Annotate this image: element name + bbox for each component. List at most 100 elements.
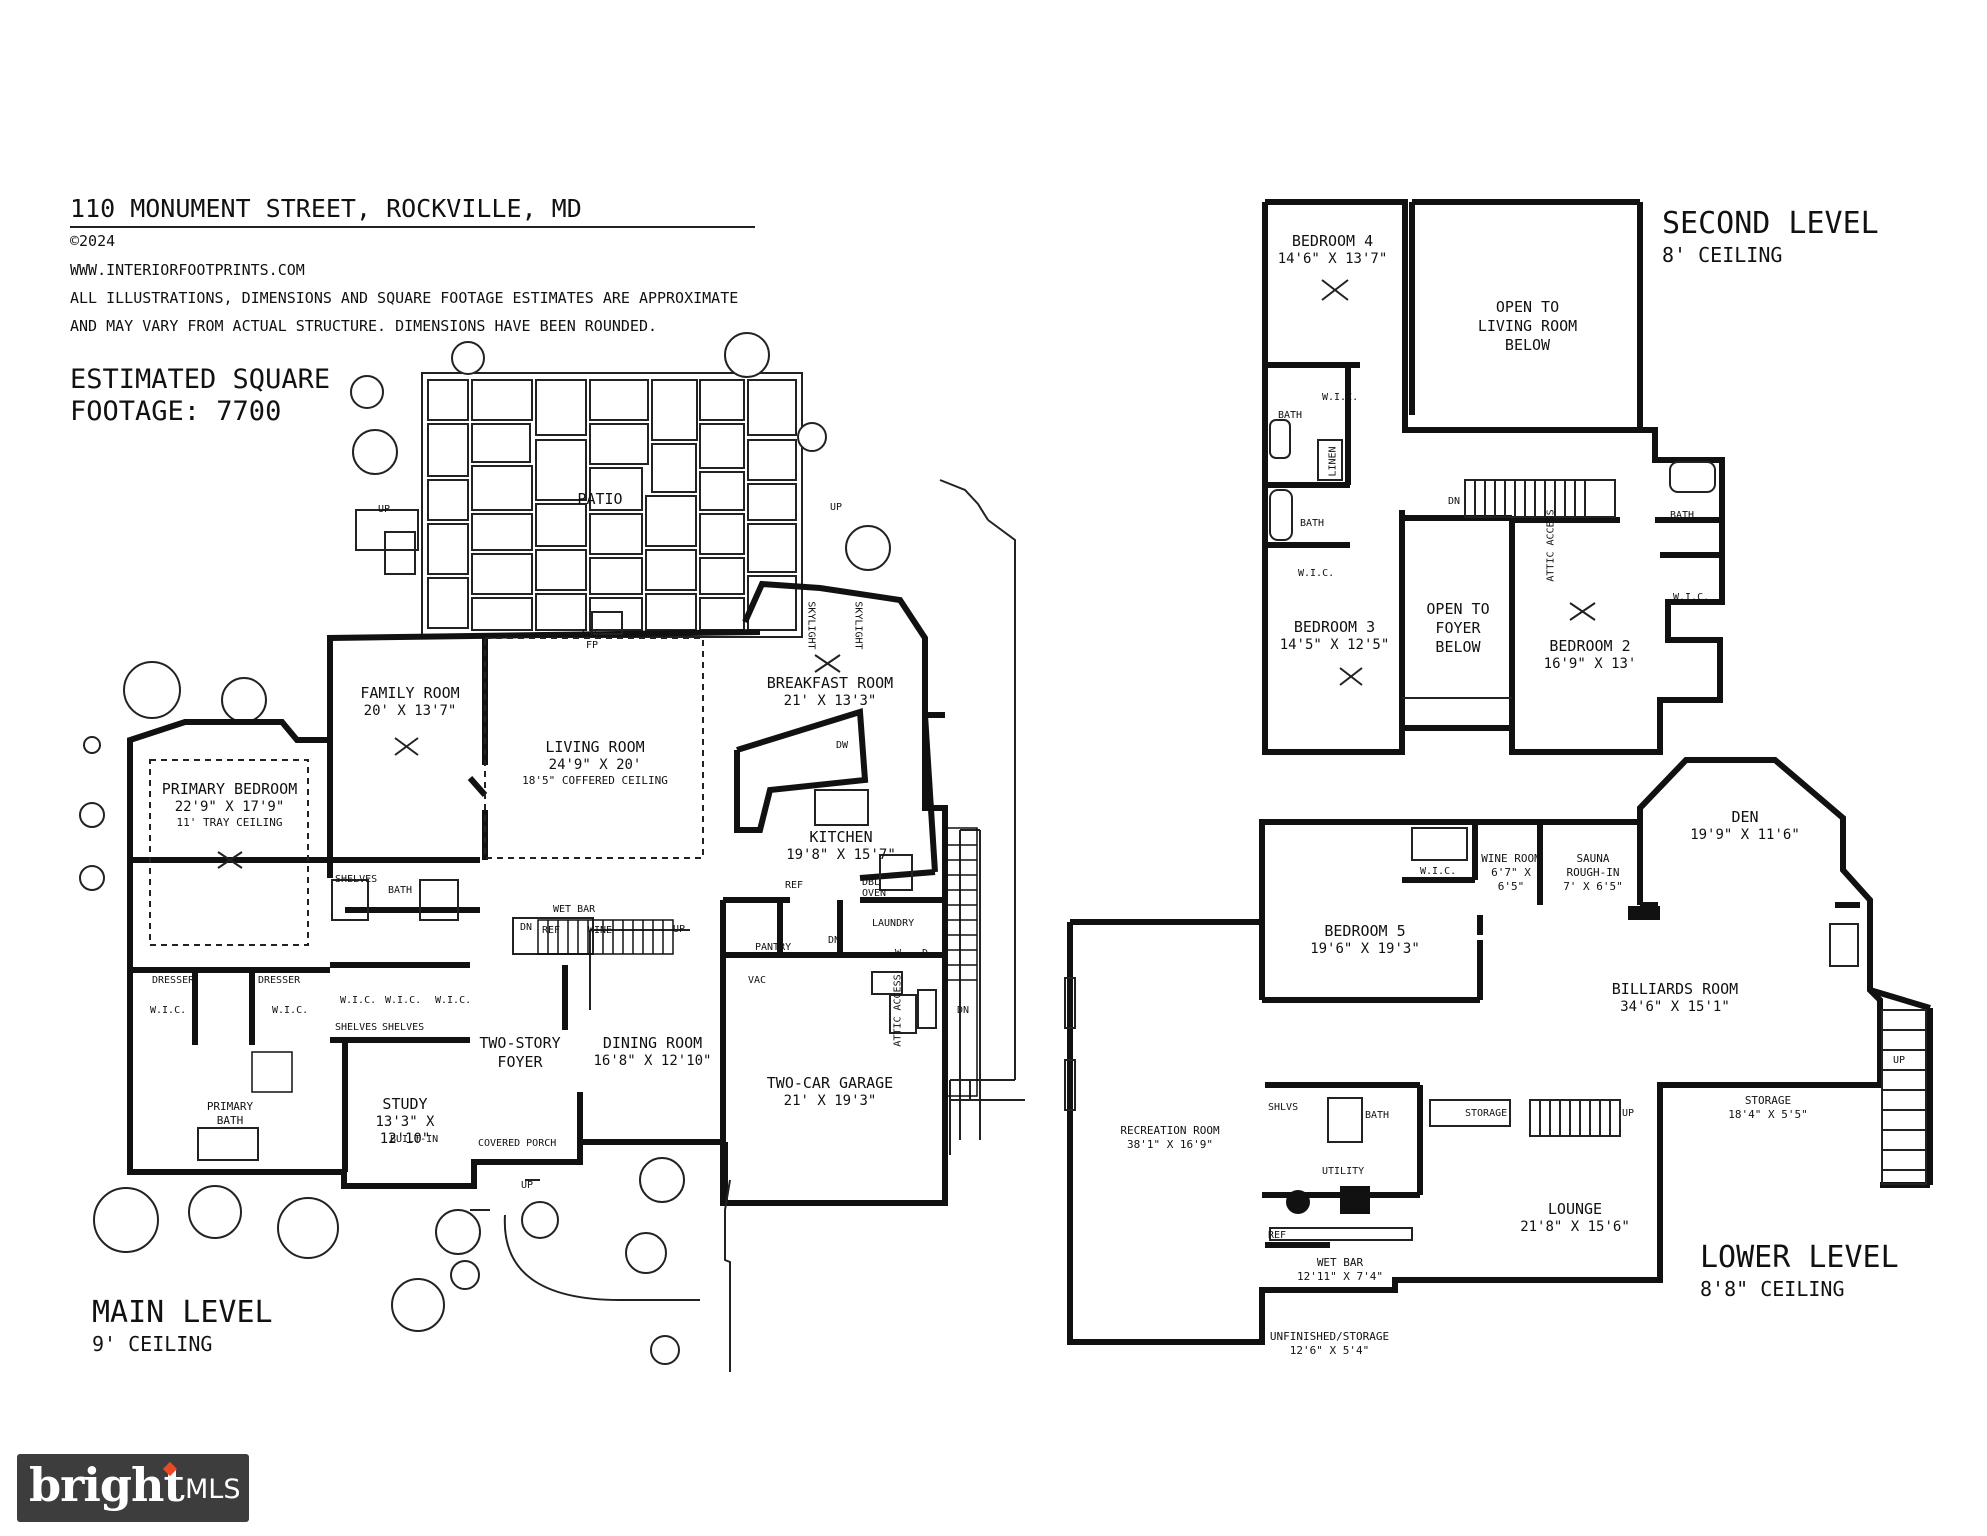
attic-access-label-second: ATTIC ACCESS <box>1545 509 1557 582</box>
copyright: ©2024 <box>70 232 116 250</box>
bath-label-b2: BATH <box>1670 510 1695 521</box>
up-label-main: UP <box>673 924 686 935</box>
bath-label-lower: BATH <box>1365 1110 1390 1121</box>
main-level-details <box>149 479 1025 1372</box>
ref-label-lower: REF <box>1268 1230 1287 1241</box>
up-label-porch: UP <box>521 1180 534 1191</box>
up-label-side: UP <box>830 502 843 513</box>
second-level-walls <box>1262 199 1725 755</box>
dishwasher-label: DW <box>836 740 849 751</box>
sqft-line-2: FOOTAGE: 7700 <box>70 396 282 427</box>
linen-label: LINEN <box>1327 446 1339 477</box>
skylight-label-2: SKYLIGHT <box>852 601 864 650</box>
shelves-label-3: SHELVES <box>382 1022 425 1033</box>
lower-level-name: LOWER LEVEL <box>1700 1240 1899 1275</box>
dn-label-second: DN <box>1448 496 1461 507</box>
wic-label-b3: W.I.C. <box>1298 568 1335 579</box>
shelves-label-1: SHELVES <box>335 874 378 885</box>
logo-suffix: MLS <box>185 1474 241 1505</box>
ceiling-fans-main <box>217 654 841 869</box>
laundry-label: LAUNDRY <box>872 918 915 929</box>
washer-label: W <box>895 948 902 959</box>
main-level-name: MAIN LEVEL <box>92 1295 273 1330</box>
bath-label-b3: BATH <box>1300 518 1325 529</box>
second-level-details <box>1269 419 1716 699</box>
up-label-lower-1: UP <box>1622 1108 1635 1119</box>
wic-label-b5: W.I.C. <box>1420 866 1457 877</box>
website: WWW.INTERIORFOOTPRINTS.COM <box>70 261 305 279</box>
dn-label-garage: DN <box>957 1005 970 1016</box>
up-label-lower-2: UP <box>1893 1055 1906 1066</box>
built-in-label: BUILT-IN <box>390 1134 439 1145</box>
second-level-ceiling: 8' CEILING <box>1662 243 1783 267</box>
main-stairs <box>251 827 978 1097</box>
fireplace-label: FP <box>586 640 599 651</box>
skylight-label-1: SKYLIGHT <box>805 601 817 650</box>
wine-label: WINE <box>588 925 613 936</box>
pantry-label: PANTRY <box>755 942 792 953</box>
wic-label-4: W.I.C. <box>150 1005 187 1016</box>
lower-level-ceiling: 8'8" CEILING <box>1700 1277 1845 1301</box>
wic-label-1: W.I.C. <box>340 995 377 1006</box>
bath-label-b4: BATH <box>1278 410 1303 421</box>
disclaimer-line-2: AND MAY VARY FROM ACTUAL STRUCTURE. DIME… <box>70 317 657 335</box>
wic-label-b2: W.I.C. <box>1673 592 1710 603</box>
lower-level-fixtures <box>1286 906 1660 1214</box>
ceiling-fans-second <box>1321 279 1596 686</box>
estimated-square-footage: ESTIMATED SQUARE FOOTAGE: 7700 <box>70 364 330 428</box>
disclaimer-line-1: ALL ILLUSTRATIONS, DIMENSIONS AND SQUARE… <box>70 289 739 307</box>
storage-label-small: STORAGE <box>1465 1108 1508 1119</box>
second-level-name: SECOND LEVEL <box>1662 206 1879 241</box>
shelves-label-2: SHELVES <box>335 1022 378 1033</box>
main-level-walls <box>127 580 948 1206</box>
dresser-label-1: DRESSER <box>152 975 195 986</box>
gas-fireplace-label: GAS <box>582 628 601 639</box>
covered-porch-label: COVERED PORCH <box>478 1138 557 1149</box>
wic-label-3: W.I.C. <box>435 995 472 1006</box>
main-level-label: MAIN LEVEL 9' CEILING <box>92 1295 273 1356</box>
bath-label-main: BATH <box>388 885 413 896</box>
main-level-ceiling: 9' CEILING <box>92 1332 213 1356</box>
lower-level-label: LOWER LEVEL 8'8" CEILING <box>1700 1240 1899 1301</box>
utility-label: UTILITY <box>1322 1166 1365 1177</box>
wic-label-2: W.I.C. <box>385 995 422 1006</box>
logo-wordmark: bright <box>29 1458 185 1512</box>
vac-label: VAC <box>748 975 767 986</box>
ref-label-1: REF <box>542 925 561 936</box>
dn-label-main: DN <box>520 922 533 933</box>
ref-label-2: REF <box>785 880 804 891</box>
dbl-oven-label-1: DBL <box>862 877 881 888</box>
lower-level-details <box>1064 827 1927 1241</box>
shlvs-label: SHLVS <box>1268 1102 1299 1113</box>
sqft-line-1: ESTIMATED SQUARE <box>70 364 331 395</box>
attic-access-label-main: ATTIC ACCESS <box>892 974 904 1047</box>
wic-label-5: W.I.C. <box>272 1005 309 1016</box>
header-divider <box>70 226 755 228</box>
dryer-label: D <box>922 948 929 959</box>
